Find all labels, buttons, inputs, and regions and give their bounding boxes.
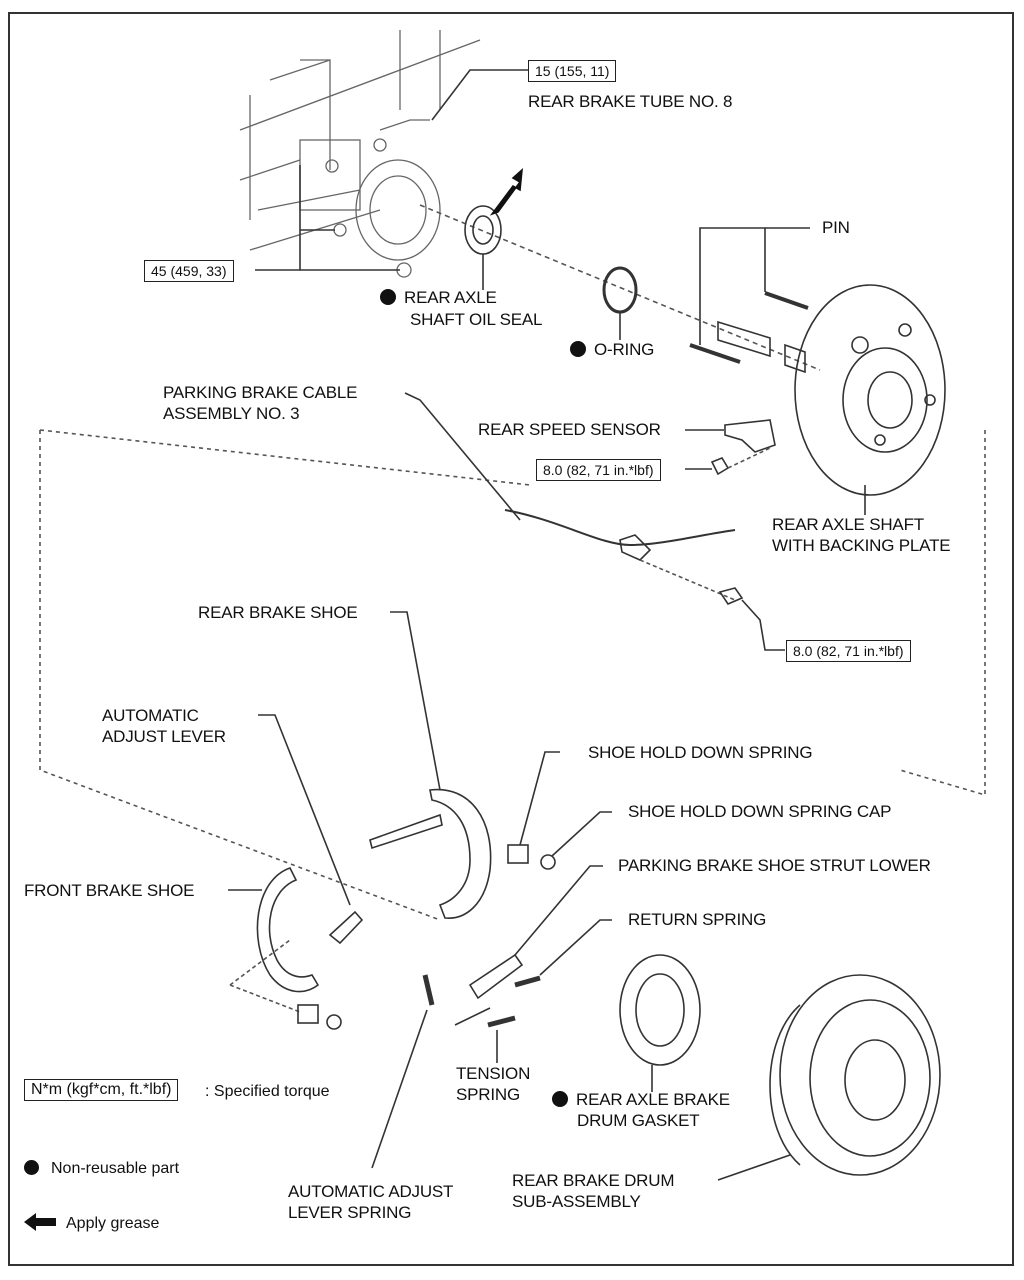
label-auto-adjust-lever: AUTOMATIC [102, 706, 199, 725]
label-parking-cable-line2: ASSEMBLY NO. 3 [163, 404, 300, 423]
label-oil-seal: REAR AXLE [380, 288, 497, 308]
speed-sensor-shape [724, 419, 776, 453]
assembly-outline [39, 430, 441, 921]
non-reusable-dot [380, 289, 396, 305]
o-ring-shape [602, 266, 638, 314]
torque-housing-bolts: 45 (459, 33) [144, 260, 234, 282]
label-hold-down-spring: SHOE HOLD DOWN SPRING [588, 743, 813, 762]
label-auto-adjust-lever-line2: ADJUST LEVER [102, 727, 226, 746]
drum-gasket-shape [619, 954, 701, 1066]
label-speed-sensor: REAR SPEED SENSOR [478, 420, 661, 439]
torque-speed-sensor: 8.0 (82, 71 in.*lbf) [536, 459, 661, 481]
label-drum-gasket-line2: DRUM GASKET [577, 1111, 700, 1130]
non-reusable-dot [552, 1091, 568, 1107]
grease-arrow [489, 168, 523, 216]
strut-shape [468, 953, 524, 1000]
torque-cable-bolt: 8.0 (82, 71 in.*lbf) [786, 640, 911, 662]
non-reusable-dot [570, 341, 586, 357]
label-parking-cable: PARKING BRAKE CABLE [163, 383, 358, 402]
axle-housing-drawing [239, 30, 481, 278]
label-oil-seal-line2: SHAFT OIL SEAL [410, 310, 543, 329]
label-hold-down-cap: SHOE HOLD DOWN SPRING CAP [628, 802, 892, 821]
label-brake-drum: REAR BRAKE DRUM [512, 1171, 675, 1190]
label-front-brake-shoe: FRONT BRAKE SHOE [24, 881, 195, 900]
label-return-spring: RETURN SPRING [628, 910, 767, 929]
non-reusable-dot [24, 1160, 39, 1175]
label-tension-spring-line2: SPRING [456, 1085, 520, 1104]
label-axle-shaft-line2: WITH BACKING PLATE [772, 536, 951, 555]
brake-drum-drawing [769, 974, 941, 1176]
diagram-frame [8, 12, 1014, 1266]
legend-torque-box: N*m (kgf*cm, ft.*lbf) [24, 1079, 179, 1101]
label-rear-brake-tube: REAR BRAKE TUBE NO. 8 [528, 92, 733, 111]
label-tension-spring: TENSION [456, 1064, 531, 1083]
label-axle-shaft: REAR AXLE SHAFT [772, 515, 924, 534]
parking-cable-shape [504, 509, 736, 547]
label-rear-brake-shoe: REAR BRAKE SHOE [198, 603, 358, 622]
label-pin: PIN [822, 218, 850, 237]
torque-brake-tube: 15 (155, 11) [528, 60, 617, 82]
label-strut-lower: PARKING BRAKE SHOE STRUT LOWER [618, 856, 931, 875]
legend-non-reusable: Non-reusable part [24, 1160, 179, 1178]
backing-plate-drawing [717, 284, 946, 515]
legend-grease: Apply grease [24, 1213, 159, 1233]
label-brake-drum-line2: SUB-ASSEMBLY [512, 1192, 641, 1211]
label-drum-gasket: REAR AXLE BRAKE [552, 1090, 730, 1110]
legend-torque-text: : Specified torque [205, 1083, 330, 1100]
label-lever-spring: AUTOMATIC ADJUST [288, 1182, 454, 1201]
grease-arrow-icon [24, 1213, 56, 1231]
label-o-ring: O-RING [570, 340, 654, 360]
front-brake-shoe-drawing [256, 867, 364, 993]
rear-brake-shoe-drawing [369, 788, 492, 919]
label-lever-spring-line2: LEVER SPRING [288, 1203, 412, 1222]
